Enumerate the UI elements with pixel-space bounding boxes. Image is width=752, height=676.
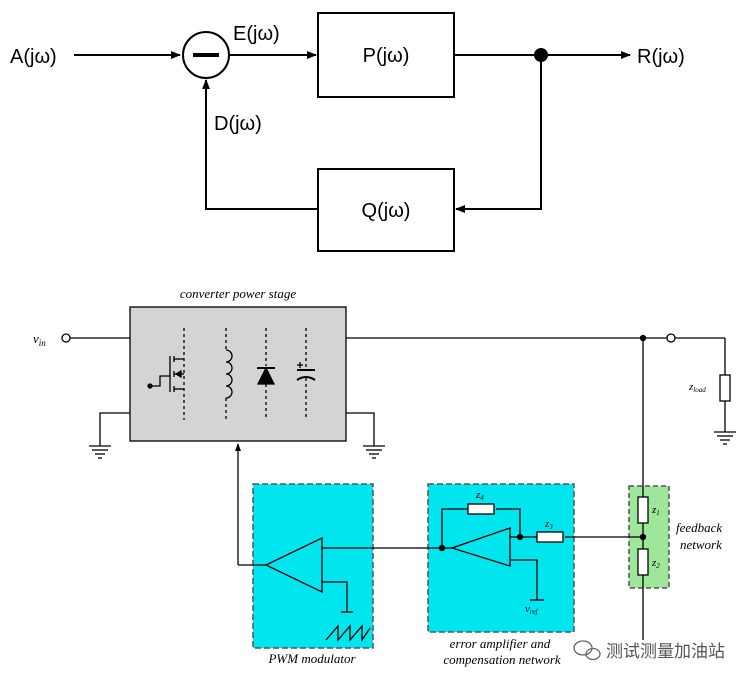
output-label: R(jω) bbox=[637, 46, 685, 68]
converter-power-stage bbox=[129, 306, 347, 442]
zload-sub: load bbox=[693, 386, 706, 394]
z2-resistor bbox=[637, 548, 649, 576]
feedback-label-line2: network bbox=[680, 537, 722, 552]
z1-label: z1 bbox=[651, 504, 660, 517]
watermark-text: 测试测量加油站 bbox=[606, 642, 725, 662]
vref-sub: ref bbox=[530, 608, 539, 616]
z4-main: z bbox=[475, 489, 481, 501]
block-diagram bbox=[74, 12, 631, 252]
watermark: 测试测量加油站 bbox=[573, 640, 725, 662]
z3-sub: 3 bbox=[548, 523, 553, 531]
capacitor-icon bbox=[296, 328, 316, 420]
wechat-icon bbox=[573, 640, 601, 661]
input-label: A(jω) bbox=[10, 46, 57, 68]
z1-resistor bbox=[637, 496, 649, 524]
error-amplifier-icon bbox=[449, 527, 511, 567]
z4-sub: 4 bbox=[480, 494, 484, 502]
load-ground-icon bbox=[714, 431, 736, 445]
power-stage-components bbox=[147, 328, 316, 420]
output-terminal bbox=[666, 333, 676, 343]
z3-label: z3 bbox=[544, 518, 553, 531]
z3-main: z bbox=[544, 518, 550, 530]
pwm-label: PWM modulator bbox=[267, 651, 356, 666]
z4-resistor bbox=[467, 503, 495, 515]
left-ground-icon bbox=[89, 445, 111, 459]
vin-main: v bbox=[33, 331, 39, 346]
power-stage-label: converter power stage bbox=[180, 286, 296, 301]
error-label: E(jω) bbox=[233, 23, 280, 45]
vin-sub: in bbox=[39, 338, 47, 348]
feedback-label-line1: feedback bbox=[676, 520, 722, 535]
vref-main: v bbox=[525, 603, 530, 615]
feedback-block-label: Q(jω) bbox=[362, 200, 411, 222]
vin-terminal bbox=[61, 333, 71, 343]
forward-block-label: P(jω) bbox=[363, 45, 410, 67]
z4-label: z4 bbox=[475, 489, 484, 502]
vin-label: vin bbox=[33, 331, 46, 348]
pwm-comparator-icon bbox=[264, 536, 323, 594]
circuit-wiring bbox=[61, 333, 736, 643]
z1-main: z bbox=[651, 504, 657, 516]
right-ground-icon bbox=[363, 445, 385, 459]
feedback-signal-label: D(jω) bbox=[214, 113, 262, 135]
error-amp-label-line1: error amplifier and bbox=[450, 636, 551, 651]
load-resistor bbox=[719, 374, 731, 402]
zload-main: z bbox=[688, 381, 694, 393]
return-path bbox=[202, 79, 318, 210]
inductor-icon bbox=[225, 328, 233, 420]
forward-block bbox=[317, 12, 455, 98]
vref-label: vref bbox=[525, 603, 538, 616]
z3-resistor bbox=[536, 531, 564, 543]
zload-label: zload bbox=[688, 381, 706, 394]
z2-main: z bbox=[651, 557, 657, 569]
sawtooth-ramp-icon bbox=[325, 624, 371, 643]
z1-sub: 1 bbox=[656, 509, 660, 517]
feedback-path bbox=[455, 55, 542, 213]
error-amp-label-line2: compensation network bbox=[443, 652, 561, 667]
mosfet-icon bbox=[147, 328, 185, 420]
z2-sub: 2 bbox=[656, 562, 660, 570]
diode-icon bbox=[256, 328, 276, 420]
z2-label: z2 bbox=[651, 557, 660, 570]
